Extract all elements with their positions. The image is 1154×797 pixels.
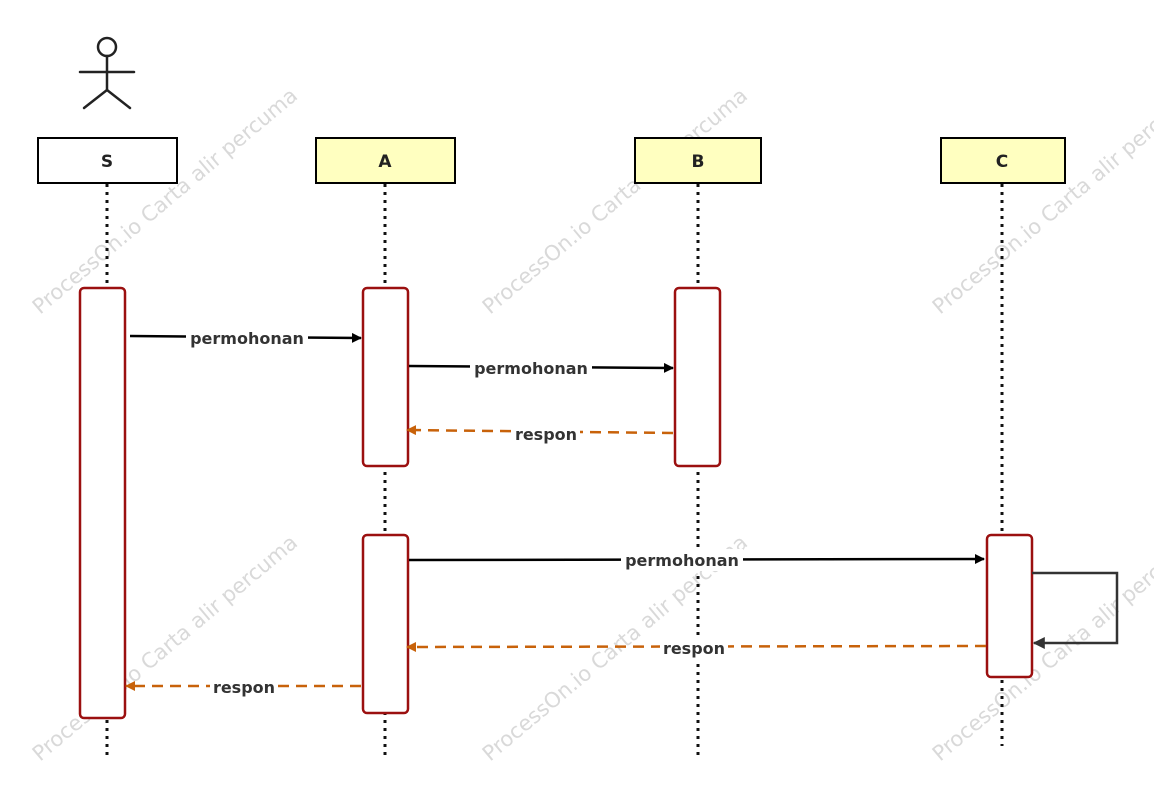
watermark-text: ProcessOn.io Carta alir percuma xyxy=(928,83,1154,319)
message-label: permohonan xyxy=(474,359,588,378)
activation-bar-b xyxy=(673,286,722,468)
watermark-text: ProcessOn.io Carta alir percuma xyxy=(28,83,302,319)
actor-icon xyxy=(78,36,136,110)
participant-box xyxy=(37,137,178,184)
participant-label: A xyxy=(378,152,392,172)
participant-label: S xyxy=(101,152,113,172)
message-label: respon xyxy=(663,639,725,658)
message-label: permohonan xyxy=(190,329,304,348)
participant-b: B xyxy=(634,137,762,184)
participant-label: C xyxy=(996,152,1008,172)
activation-bar-c xyxy=(985,533,1034,679)
activation-bar-a-2 xyxy=(361,533,410,715)
activation-bar-s xyxy=(78,286,127,720)
message-m3: respon xyxy=(406,423,674,445)
message-label: respon xyxy=(515,425,577,444)
watermark-text: ProcessOn.io Carta alir percuma xyxy=(928,530,1154,766)
self-call-c xyxy=(1032,571,1119,649)
watermark-text: ProcessOn.io Carta alir percuma xyxy=(28,530,302,766)
message-m2: permohonan xyxy=(408,357,674,379)
message-label: respon xyxy=(213,678,275,697)
message-label: permohonan xyxy=(625,551,739,570)
message-m5: respon xyxy=(406,637,987,659)
participant-label: B xyxy=(692,152,705,172)
participant-a: A xyxy=(315,137,456,184)
participant-box xyxy=(634,137,762,184)
participant-box xyxy=(940,137,1066,184)
activation-bar-a-1 xyxy=(361,286,410,468)
watermarks: ProcessOn.io Carta alir percuma ProcessO… xyxy=(28,83,1154,766)
participant-c: C xyxy=(940,137,1066,184)
watermark-text: ProcessOn.io Carta alir percuma xyxy=(478,83,752,319)
participant-box xyxy=(315,137,456,184)
activation-bars xyxy=(78,286,1034,720)
message-m1: permohonan xyxy=(129,327,362,349)
message-m6: respon xyxy=(125,676,361,698)
message-m4: permohonan xyxy=(408,549,985,571)
participant-s: S xyxy=(37,137,178,184)
lifelines xyxy=(105,184,1004,756)
